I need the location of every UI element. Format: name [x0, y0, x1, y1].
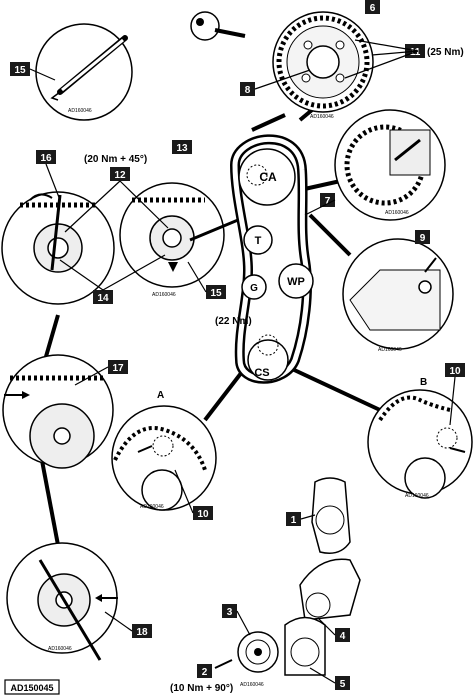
- svg-text:15: 15: [210, 288, 222, 299]
- svg-text:7: 7: [325, 196, 331, 207]
- torque-guide-pulley: (22 Nm): [215, 316, 252, 327]
- inset-view-a: A AD160046: [111, 390, 217, 511]
- callout-12: 12: [110, 167, 130, 181]
- inset-code-label: AD160046: [378, 347, 402, 353]
- svg-text:17: 17: [112, 363, 124, 374]
- leader-lines: [29, 39, 456, 684]
- inset-code-label: AD160046: [385, 210, 409, 216]
- view-a-label: A: [157, 390, 164, 401]
- view-b-label: B: [420, 377, 427, 388]
- torque-tensioner-nut: (20 Nm + 45°): [84, 154, 147, 165]
- callout-9: 9: [415, 230, 430, 244]
- callout-16: 16: [36, 150, 56, 164]
- figure-ref-text: AD150045: [10, 683, 53, 693]
- svg-text:12: 12: [114, 170, 126, 181]
- inset-view-b: B AD160046: [367, 377, 473, 499]
- inset-code-label: AD160046: [152, 292, 176, 298]
- callout-14: 14: [93, 290, 113, 304]
- svg-text:10: 10: [449, 366, 461, 377]
- callout-1: 1: [286, 512, 301, 526]
- callout-6: 6: [365, 0, 380, 14]
- callouts: 1 2 3 4 5 6 7 8 9 10 10 11 12 13 14 15 1…: [10, 0, 465, 690]
- callout-18: 18: [132, 624, 152, 638]
- callout-2: 2: [197, 664, 212, 678]
- callout-7: 7: [320, 193, 335, 207]
- svg-text:8: 8: [245, 85, 251, 96]
- inset-locking-pin: AD160046: [35, 23, 133, 121]
- torque-crank-pulley: (10 Nm + 90°): [170, 683, 233, 694]
- inset-code-label: AD160046: [240, 682, 264, 688]
- callout-15: 15: [206, 285, 226, 299]
- svg-text:4: 4: [340, 631, 346, 642]
- callout-10: 10: [193, 506, 213, 520]
- svg-text:15: 15: [14, 65, 26, 76]
- inset-tensioner: AD160046: [119, 182, 239, 298]
- inset-crank-lower: AD160046: [6, 542, 118, 661]
- crank-sprocket-label: CS: [254, 367, 269, 379]
- callout-10: 10: [445, 363, 465, 377]
- inset-camshaft-sprocket: AD160046: [190, 11, 374, 120]
- belt-routing: CA WP CS T G: [229, 134, 314, 384]
- callout-15: 15: [10, 62, 30, 76]
- svg-text:3: 3: [227, 607, 233, 618]
- inset-code-label: AD160046: [310, 114, 334, 120]
- inset-block-detail: AD160046: [342, 238, 454, 353]
- callout-17: 17: [108, 360, 128, 374]
- callout-8: 8: [240, 82, 255, 96]
- svg-text:6: 6: [370, 3, 376, 14]
- inset-crank-detail: [2, 354, 114, 469]
- inset-code-label: AD160046: [405, 493, 429, 499]
- svg-text:18: 18: [136, 627, 148, 638]
- guide-pulley-label: G: [250, 283, 258, 294]
- cam-sprocket-label: CA: [259, 170, 277, 184]
- inset-code-label: AD160046: [140, 504, 164, 510]
- tensioner-pulley-label: T: [255, 235, 262, 247]
- callout-5: 5: [335, 676, 350, 690]
- covers-and-pulley: AD160046: [214, 477, 361, 688]
- figure-ref: AD150045: [4, 679, 60, 695]
- callout-4: 4: [335, 628, 350, 642]
- svg-text:5: 5: [340, 679, 346, 690]
- torque-cam-bolts: (25 Nm): [427, 47, 464, 58]
- inset-cam-detail: AD160046: [334, 109, 446, 221]
- callout-13: 13: [172, 140, 192, 154]
- svg-text:16: 16: [40, 153, 52, 164]
- inset-code-label: AD160046: [48, 646, 72, 652]
- svg-text:14: 14: [97, 293, 109, 304]
- water-pump-label: WP: [287, 276, 305, 288]
- inset-tensioner-adjust: [1, 191, 115, 305]
- svg-text:9: 9: [420, 233, 426, 244]
- callout-3: 3: [222, 604, 237, 618]
- svg-text:10: 10: [197, 509, 209, 520]
- inset-code-label: AD160046: [68, 108, 92, 114]
- svg-text:13: 13: [176, 143, 188, 154]
- svg-text:1: 1: [291, 515, 297, 526]
- svg-text:2: 2: [202, 667, 208, 678]
